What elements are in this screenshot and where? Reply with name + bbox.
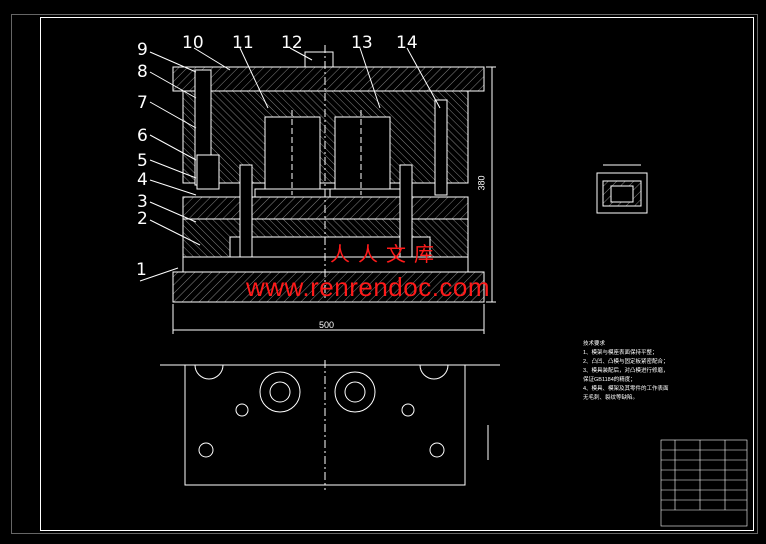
part-number-3: 3: [137, 192, 148, 212]
technical-notes: 技术要求 1、模架与模座表面保持平整； 2、凸凹、凸模与固定板紧密配合； 3、模…: [583, 340, 703, 403]
part-number-9: 9: [137, 40, 148, 60]
notes-line: 1、模架与模座表面保持平整；: [583, 350, 658, 356]
notes-line: 保证GB1184的精度；: [583, 377, 636, 383]
part-number-14: 14: [396, 33, 418, 53]
title-block-grid: [660, 439, 748, 527]
notes-line: 无毛刺、裂纹等缺陷。: [583, 395, 639, 401]
part-number-11: 11: [232, 33, 254, 53]
outer-frame: [11, 14, 758, 534]
plan-view: [160, 360, 500, 490]
dimension-height: 380: [476, 175, 487, 191]
part-number-5: 5: [137, 151, 148, 171]
part-number-6: 6: [137, 126, 148, 146]
notes-title: 技术要求: [583, 341, 606, 347]
part-number-12: 12: [281, 33, 303, 53]
part-detail-view: [596, 164, 648, 214]
part-number-8: 8: [137, 62, 148, 82]
watermark-url: www.renrendoc.com: [246, 272, 491, 302]
part-number-1: 1: [136, 260, 147, 280]
part-number-13: 13: [351, 33, 373, 53]
part-number-2: 2: [137, 209, 148, 229]
part-number-10: 10: [182, 33, 204, 53]
notes-line: 2、凸凹、凸模与固定板紧密配合；: [583, 359, 669, 365]
front-section-view: [139, 45, 496, 334]
inner-frame: [40, 17, 754, 531]
part-number-7: 7: [137, 93, 148, 113]
notes-line: 3、模具装配后，对凸模进行修磨，: [583, 368, 669, 374]
notes-line: 4、模具、模架及其零件的工作表面: [583, 386, 669, 392]
part-number-4: 4: [137, 170, 148, 190]
watermark-chinese: 人人文库: [330, 242, 442, 266]
dimension-width: 500: [319, 320, 335, 330]
